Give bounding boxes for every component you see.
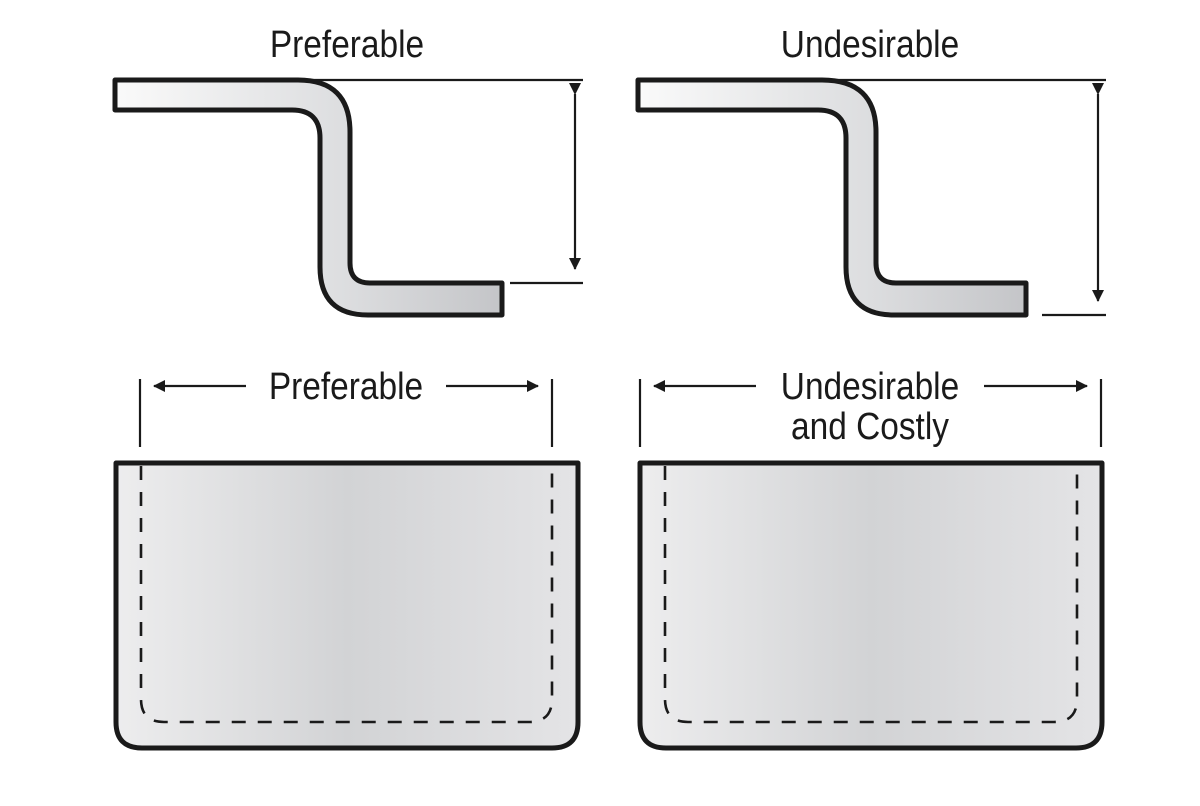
z-bend-profile-undesirable (635, 77, 1029, 318)
top-left-panel: Preferable (112, 23, 583, 318)
bottom-right-panel: Undesirable and Costly (637, 365, 1105, 751)
bottom-right-bend-line-dashed (663, 466, 1079, 724)
top-left-label: Preferable (270, 23, 424, 65)
bottom-right-label-line1: Undesirable (781, 365, 959, 407)
bottom-left-panel: Preferable (113, 365, 581, 751)
flange-plate-preferable (113, 460, 581, 751)
z-bend-profile-preferable (112, 77, 505, 318)
bottom-right-label-line2: and Costly (791, 405, 949, 447)
top-right-panel: Undesirable (635, 23, 1106, 318)
bottom-left-bend-line-dashed (139, 466, 554, 724)
bottom-left-label: Preferable (269, 365, 423, 407)
flange-plate-undesirable (637, 460, 1105, 751)
top-right-label: Undesirable (781, 23, 959, 65)
